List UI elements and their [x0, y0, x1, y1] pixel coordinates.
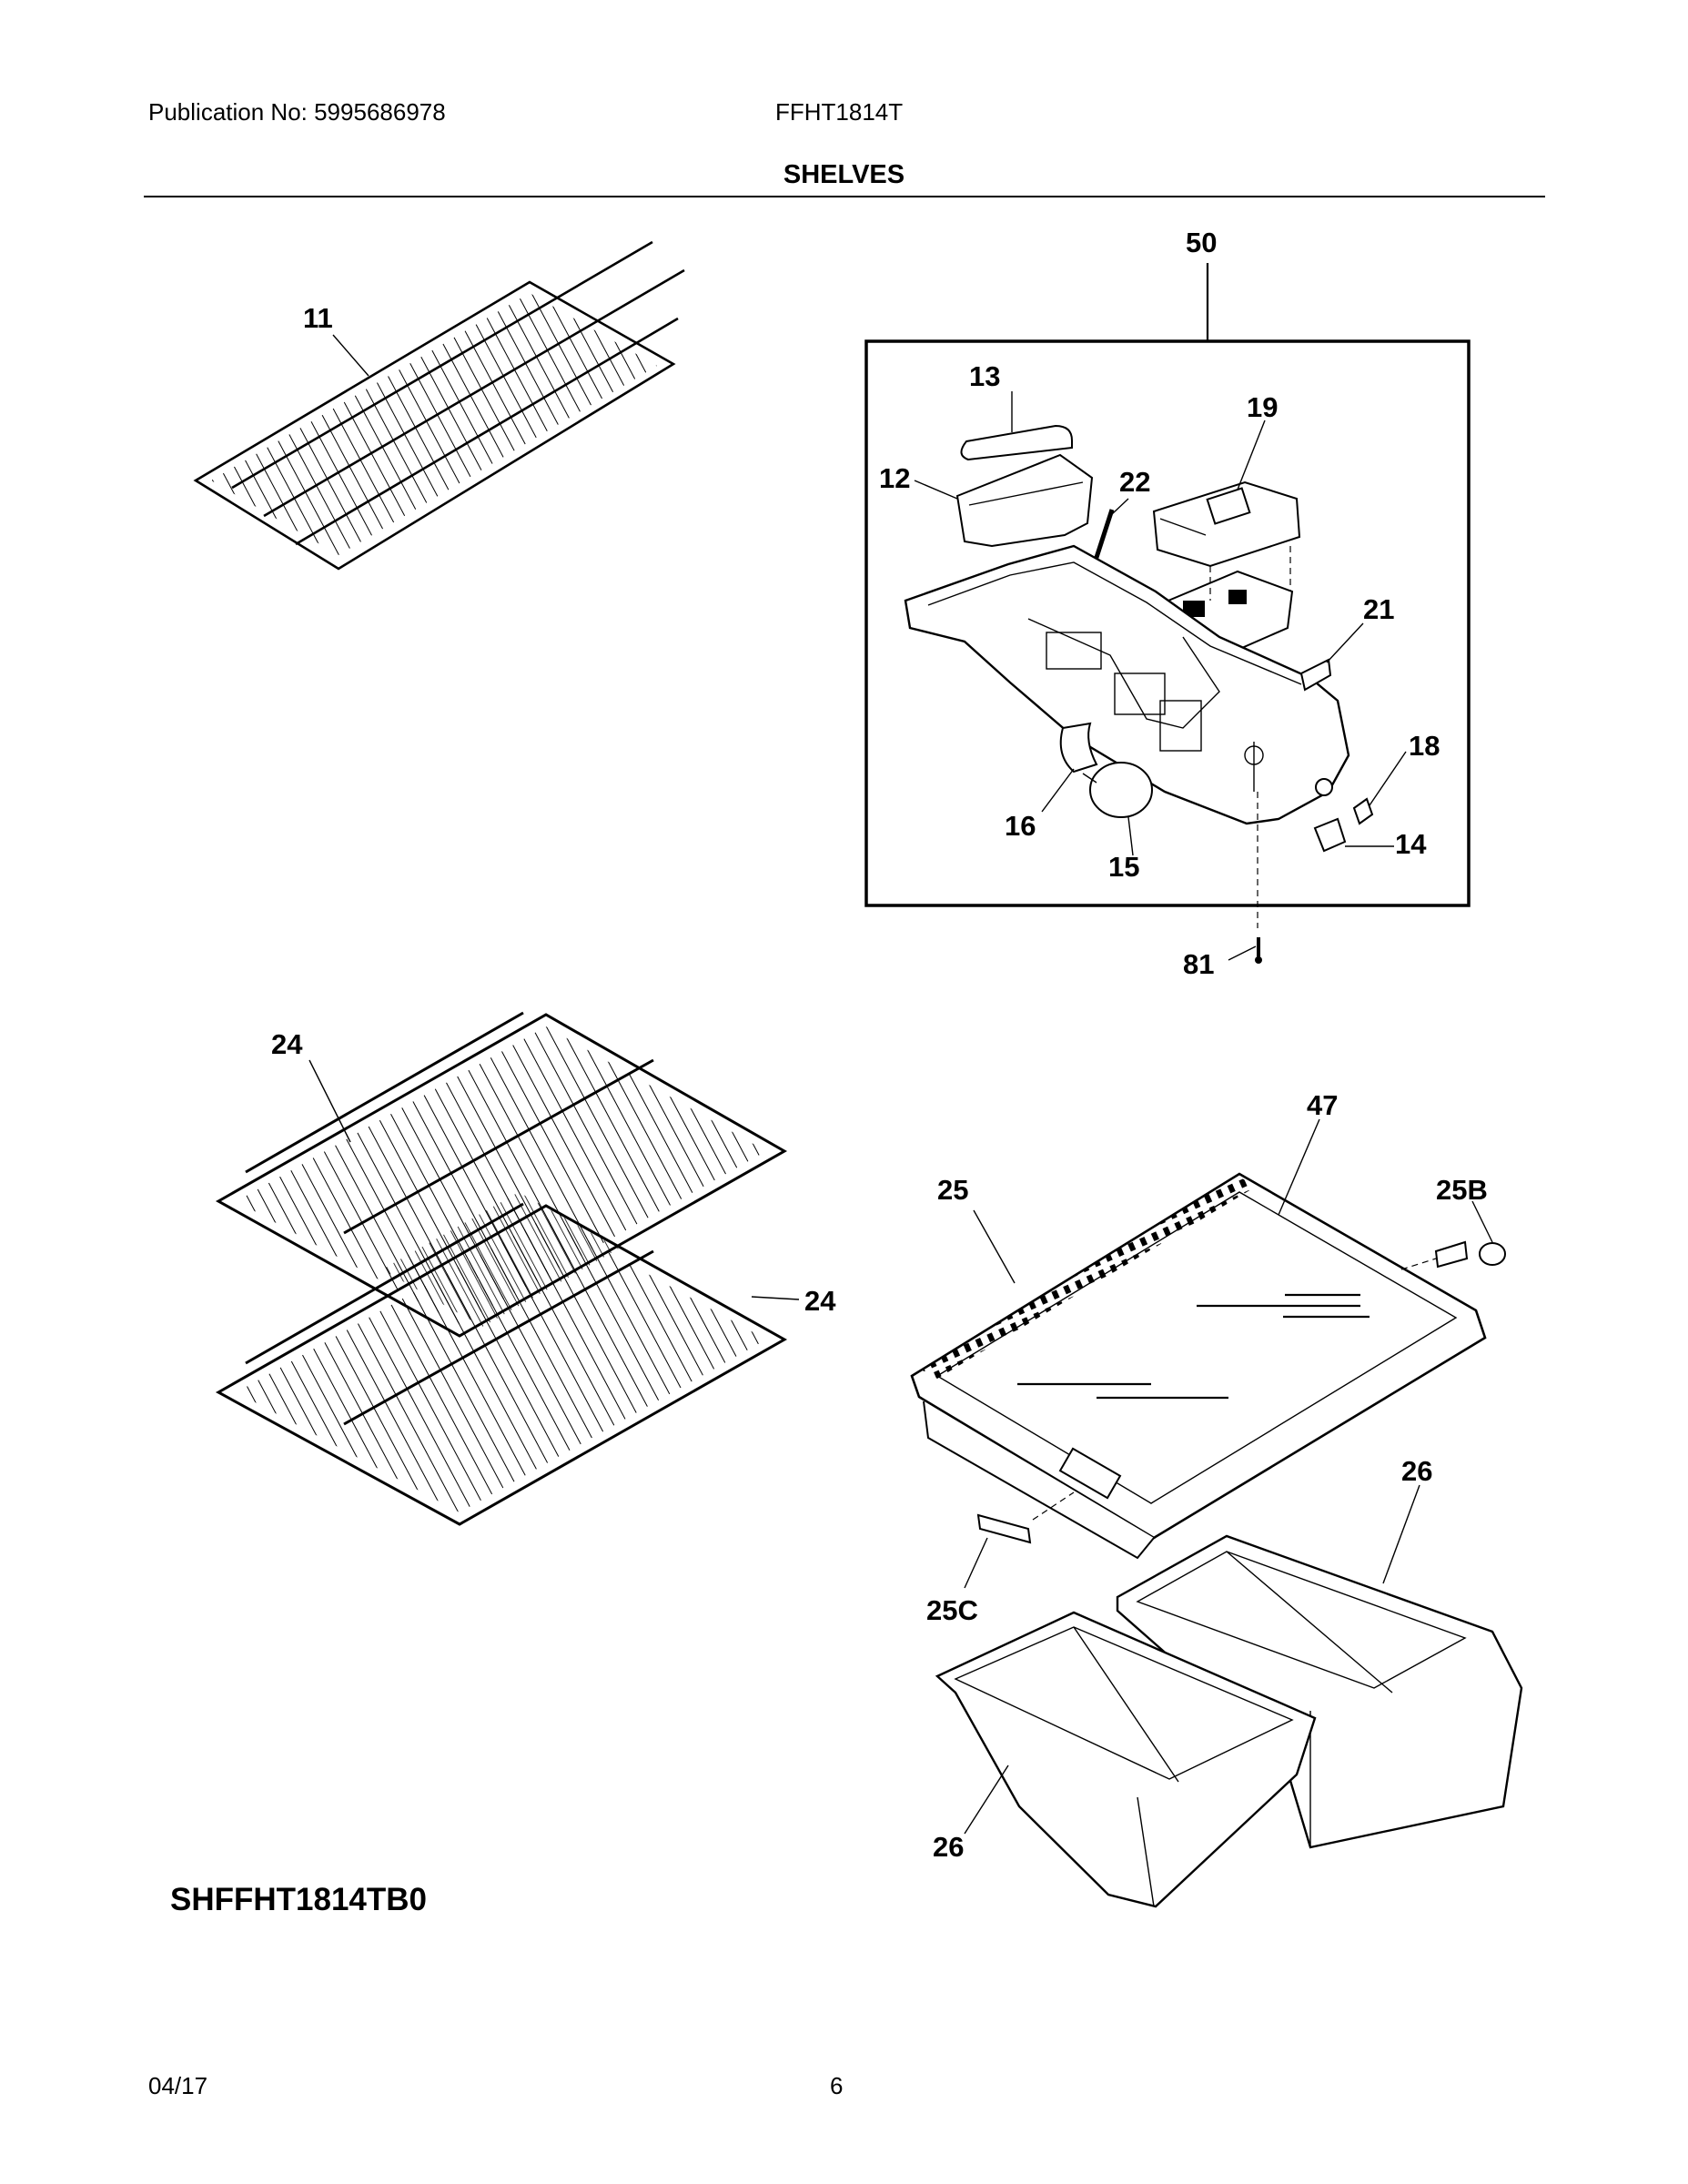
- assembly-box-50: [864, 339, 1471, 907]
- callout-16: 16: [1005, 810, 1036, 842]
- callout-81: 81: [1183, 948, 1214, 980]
- publication-number: Publication No: 5995686978: [148, 98, 446, 126]
- wire-shelf-24-lower: [215, 1202, 788, 1526]
- control-module-19: [1152, 480, 1301, 568]
- leader-12: [914, 480, 958, 500]
- screw-81: [1255, 956, 1262, 964]
- callout-26-upper: 26: [1401, 1455, 1432, 1487]
- model-number: FFHT1814T: [775, 98, 904, 126]
- callout-18: 18: [1409, 730, 1440, 762]
- callout-14: 14: [1395, 828, 1427, 860]
- header-divider: [144, 196, 1545, 197]
- light-cover-12: [955, 453, 1094, 548]
- crisper-drawer-26-left: [935, 1611, 1317, 1908]
- door-switch-14: [1313, 817, 1347, 853]
- crisper-cover-25: [910, 1172, 1487, 1560]
- callout-12: 12: [879, 462, 910, 494]
- leader-19: [1237, 420, 1266, 490]
- footer-date: 04/17: [148, 2072, 208, 2099]
- leader-26-upper: [1382, 1484, 1420, 1584]
- leader-25b: [1471, 1200, 1493, 1243]
- leader-26-lower: [964, 1764, 1009, 1835]
- leader-25: [973, 1209, 1016, 1284]
- leader-18: [1369, 751, 1407, 806]
- callout-19: 19: [1247, 391, 1278, 423]
- leader-24-lower: [751, 1296, 800, 1300]
- callout-47: 47: [1307, 1089, 1338, 1121]
- callout-11: 11: [303, 302, 333, 334]
- bracket-25c: [976, 1513, 1032, 1544]
- diagram-code: SHFFHT1814TB0: [170, 1882, 428, 1917]
- callout-24-lower: 24: [804, 1285, 836, 1317]
- leader-16: [1041, 768, 1075, 813]
- wire-shelf-11: [193, 240, 685, 571]
- light-bulb-15: [1089, 762, 1153, 818]
- section-title: SHELVES: [783, 160, 905, 189]
- knob-18: [1352, 797, 1374, 825]
- callout-26-lower: 26: [933, 1831, 964, 1863]
- leader-21: [1326, 622, 1364, 663]
- callout-25: 25: [937, 1174, 968, 1206]
- leader-81: [1228, 945, 1257, 961]
- leader-25c: [964, 1537, 988, 1589]
- page-number: 6: [830, 2072, 844, 2099]
- light-shield-handle-13: [960, 424, 1073, 461]
- bracket-25b: [1434, 1240, 1469, 1269]
- callout-15: 15: [1108, 851, 1139, 883]
- callout-50: 50: [1186, 227, 1217, 258]
- lamp-socket-16: [1059, 722, 1098, 774]
- leader-15: [1127, 816, 1134, 856]
- callout-25c: 25C: [926, 1594, 978, 1626]
- glass-shelf-47: [1017, 1293, 1370, 1400]
- callout-24-upper: 24: [271, 1028, 303, 1060]
- leader-47: [1278, 1118, 1320, 1216]
- leader-11: [332, 334, 369, 377]
- leader-24-upper: [308, 1059, 351, 1143]
- callout-22: 22: [1119, 466, 1150, 498]
- leader-22: [1111, 498, 1129, 515]
- callout-25b: 25B: [1436, 1174, 1488, 1206]
- callout-13: 13: [969, 360, 1000, 392]
- bracket-21: [1299, 658, 1332, 692]
- callout-21: 21: [1363, 593, 1394, 625]
